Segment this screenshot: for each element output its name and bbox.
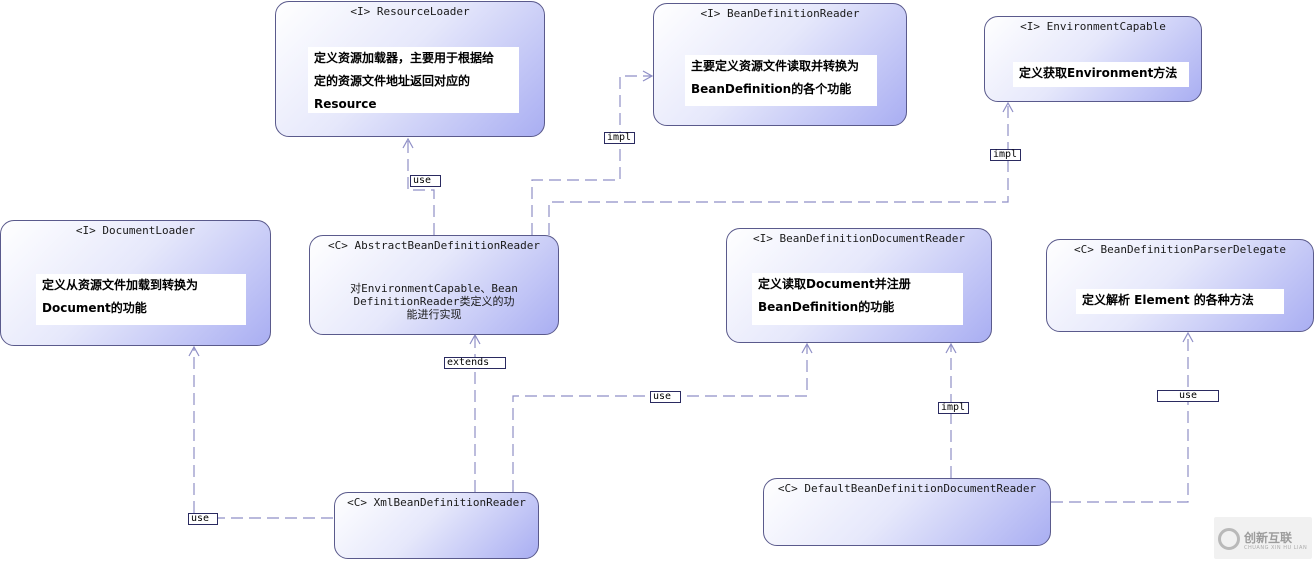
node-note: 定义从资源文件加载到转换为 Document的功能 xyxy=(36,274,246,325)
relation-label-use: use xyxy=(650,391,681,403)
bean-definition-document-reader-node[interactable]: <I> BeanDefinitionDocumentReader 定义读取Doc… xyxy=(726,228,992,343)
relation-label-impl: impl xyxy=(604,132,635,144)
note-line: 定的资源文件地址返回对应的 xyxy=(314,74,471,88)
arrowhead xyxy=(642,70,654,82)
environment-capable-node[interactable]: <I> EnvironmentCapable 定义获取Environment方法 xyxy=(984,16,1202,102)
bean-definition-reader-node[interactable]: <I> BeanDefinitionReader 主要定义资源文件读取并转换为 … xyxy=(653,3,907,126)
note-line: BeanDefinition的各个功能 xyxy=(691,82,852,96)
arrowhead xyxy=(188,345,200,357)
note-line: 定义读取Document并注册 xyxy=(758,277,911,291)
watermark-text: 创新互联 xyxy=(1244,531,1293,545)
node-note: 定义解析 Element 的各种方法 xyxy=(1076,289,1284,314)
bean-definition-parser-delegate-node[interactable]: <C> BeanDefinitionParserDelegate 定义解析 El… xyxy=(1046,239,1314,332)
arrowhead xyxy=(801,342,813,354)
resource-loader-node[interactable]: <I> ResourceLoader 定义资源加载器，主要用于根据给 定的资源文… xyxy=(275,1,545,137)
note-line: 定义获取Environment方法 xyxy=(1019,66,1178,80)
node-title: <C> AbstractBeanDefinitionReader xyxy=(328,239,540,252)
node-title: <I> BeanDefinitionDocumentReader xyxy=(753,232,965,245)
node-description: 对EnvironmentCapable、Bean DefinitionReade… xyxy=(330,282,538,321)
line-default-use-parser-delegate xyxy=(1051,333,1189,503)
note-line: BeanDefinition的功能 xyxy=(758,300,895,314)
arrowhead xyxy=(1182,331,1194,343)
note-line: Resource xyxy=(314,97,377,111)
node-title: <I> DocumentLoader xyxy=(75,224,196,237)
relation-label-use: use xyxy=(188,513,218,525)
abstract-bean-definition-reader-node[interactable]: <C> AbstractBeanDefinitionReader 对Enviro… xyxy=(309,235,559,335)
brand-logo-icon xyxy=(1218,528,1240,550)
default-bean-definition-document-reader-node[interactable]: <C> DefaultBeanDefinitionDocumentReader xyxy=(763,478,1051,546)
relation-label-impl: impl xyxy=(938,402,969,414)
node-note: 主要定义资源文件读取并转换为 BeanDefinition的各个功能 xyxy=(685,55,877,106)
note-line: 定义资源加载器，主要用于根据给 xyxy=(314,51,495,65)
document-loader-node[interactable]: <I> DocumentLoader 定义从资源文件加载到转换为 Documen… xyxy=(0,220,271,346)
arrowhead xyxy=(945,342,957,354)
relation-label-use: use xyxy=(410,175,441,187)
node-title: <C> XmlBeanDefinitionReader xyxy=(347,496,526,509)
watermark-logo: 创新互联 CHUANG XIN HU LIAN xyxy=(1214,517,1312,559)
arrowhead xyxy=(1002,101,1014,113)
arrowhead xyxy=(402,137,414,149)
node-note: 定义读取Document并注册 BeanDefinition的功能 xyxy=(752,273,963,325)
line-xml-use-document-reader xyxy=(512,344,808,492)
note-line: 定义解析 Element 的各种方法 xyxy=(1082,293,1254,307)
description-line: DefinitionReader类定义的功 xyxy=(353,295,515,308)
line-abstract-impl-reader xyxy=(531,75,652,235)
node-title: <C> DefaultBeanDefinitionDocumentReader xyxy=(777,482,1037,495)
line-abstract-use-resource-loader xyxy=(407,139,435,235)
relation-label-impl: impl xyxy=(990,149,1021,161)
node-note: 定义资源加载器，主要用于根据给 定的资源文件地址返回对应的 Resource xyxy=(308,47,519,113)
description-line: 能进行实现 xyxy=(406,308,462,321)
xml-bean-definition-reader-node[interactable]: <C> XmlBeanDefinitionReader xyxy=(334,492,539,559)
node-title: <C> BeanDefinitionParserDelegate xyxy=(1074,243,1286,256)
arrowhead xyxy=(469,333,481,345)
node-note: 定义获取Environment方法 xyxy=(1013,62,1189,87)
note-line: 定义从资源文件加载到转换为 xyxy=(42,278,199,292)
note-line: Document的功能 xyxy=(42,301,147,315)
relation-label-use: use xyxy=(1157,390,1219,402)
node-title: <I> EnvironmentCapable xyxy=(1020,20,1166,33)
note-line: 主要定义资源文件读取并转换为 xyxy=(691,59,860,73)
node-title: <I> ResourceLoader xyxy=(350,5,470,18)
watermark-subtext: CHUANG XIN HU LIAN xyxy=(1244,545,1308,551)
line-xml-use-document-loader xyxy=(193,347,333,519)
relation-label-extends: extends xyxy=(444,357,506,369)
description-line: 对EnvironmentCapable、Bean xyxy=(350,282,518,295)
node-title: <I> BeanDefinitionReader xyxy=(700,7,860,20)
